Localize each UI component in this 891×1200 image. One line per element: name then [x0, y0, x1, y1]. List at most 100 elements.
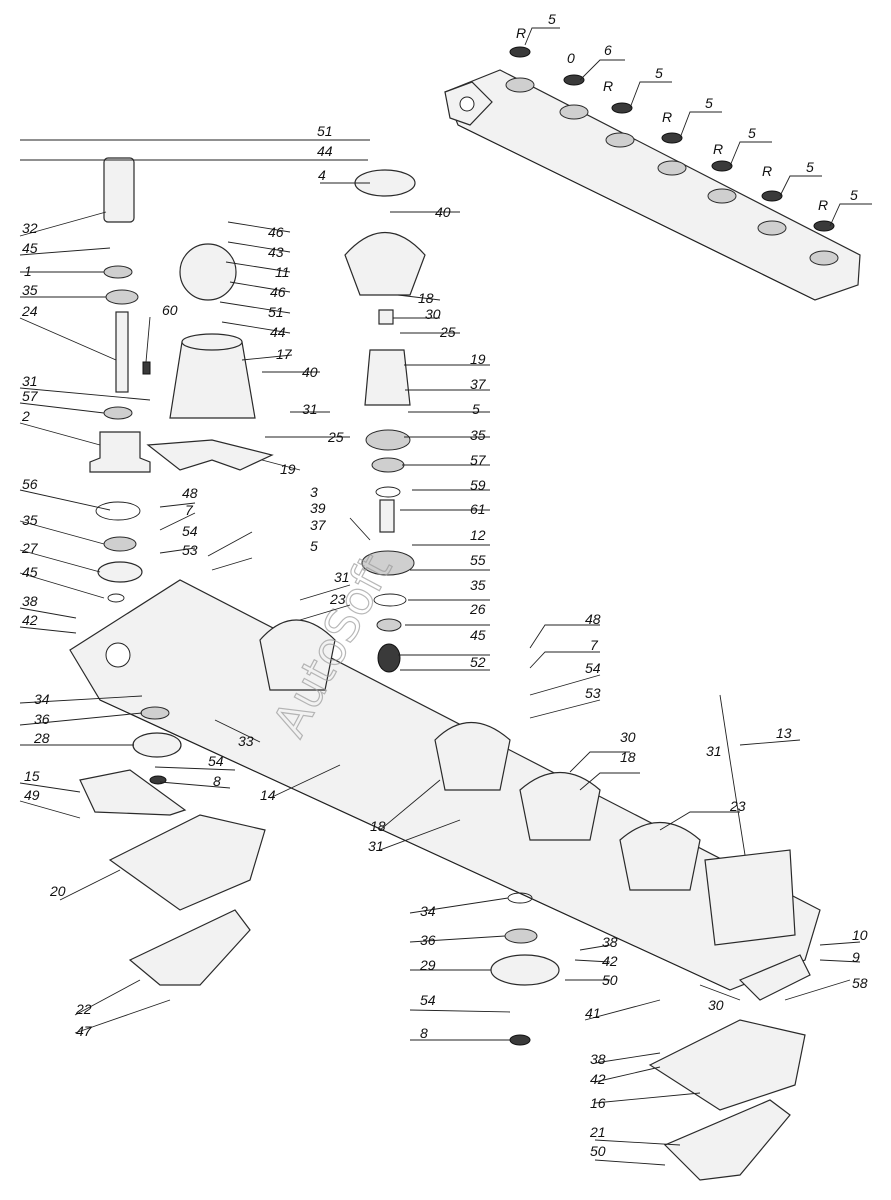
- callout-label: 5: [748, 125, 756, 141]
- callout-label: 51: [268, 304, 284, 320]
- callout-label: 8: [213, 773, 221, 789]
- callout-label: 33: [238, 733, 254, 749]
- callout-label: 31: [368, 838, 384, 854]
- callout-label: 3: [310, 484, 318, 500]
- callout-label: 44: [317, 143, 333, 159]
- callout-label: 30: [708, 997, 724, 1013]
- callout-label: 18: [418, 290, 434, 306]
- callout-label: 5: [806, 159, 814, 175]
- callout-label: 2: [21, 408, 30, 424]
- callout-label: 48: [182, 485, 198, 501]
- callout-label: 35: [22, 512, 38, 528]
- callout-label: R: [516, 25, 526, 41]
- callout-label: 44: [270, 324, 286, 340]
- callout-label: 34: [420, 903, 436, 919]
- callout-label: 46: [270, 284, 286, 300]
- callout-label: 5: [655, 65, 663, 81]
- callout-label: 35: [470, 427, 486, 443]
- gearbox-housing: [146, 243, 274, 471]
- callout-label: 54: [420, 992, 436, 1008]
- callout-label: 38: [22, 593, 38, 609]
- callout-label: 60: [162, 302, 178, 318]
- callout-label: 45: [22, 564, 38, 580]
- callout-label: 0: [567, 50, 575, 66]
- callout-label: 30: [425, 306, 441, 322]
- callout-label: 61: [470, 501, 486, 517]
- callout-label: 12: [470, 527, 486, 543]
- callout-label: 53: [585, 685, 601, 701]
- callout-label: 39: [310, 500, 326, 516]
- callout-label: 50: [602, 972, 618, 988]
- part-labels: R 5 0 6 R 5 R 5 R 5 R 5 R 5 51 44 4 40 3…: [21, 11, 868, 1159]
- callout-label: 42: [22, 612, 38, 628]
- callout-label: 31: [302, 401, 318, 417]
- callout-label: 58: [852, 975, 868, 991]
- callout-label: 43: [268, 244, 284, 260]
- callout-label: 49: [24, 787, 40, 803]
- callout-label: 26: [469, 601, 486, 617]
- callout-label: 54: [585, 660, 601, 676]
- callout-label: 28: [33, 730, 50, 746]
- callout-label: 45: [470, 627, 486, 643]
- callout-label: 10: [852, 927, 868, 943]
- callout-label: 15: [24, 768, 40, 784]
- callout-label: 23: [329, 591, 346, 607]
- callout-label: 9: [852, 949, 860, 965]
- callout-label: R: [762, 163, 772, 179]
- callout-label: 8: [420, 1025, 428, 1041]
- callout-label: 37: [470, 376, 487, 392]
- callout-label: 50: [590, 1143, 606, 1159]
- callout-label: 31: [706, 743, 722, 759]
- callout-label: 27: [21, 540, 39, 556]
- callout-label: 13: [776, 725, 792, 741]
- callout-label: 40: [435, 204, 451, 220]
- callout-label: 47: [76, 1023, 93, 1039]
- callout-label: 37: [310, 517, 327, 533]
- callout-label: 42: [602, 953, 618, 969]
- callout-label: 5: [472, 401, 480, 417]
- callout-label: 25: [439, 324, 456, 340]
- leader-lines: [19, 27, 872, 1166]
- callout-label: 25: [327, 429, 344, 445]
- callout-label: 11: [275, 264, 290, 280]
- callout-label: 19: [470, 351, 486, 367]
- callout-label: 4: [318, 167, 326, 183]
- left-shaft-stack: [89, 157, 151, 603]
- callout-label: 24: [21, 303, 38, 319]
- callout-label: 5: [548, 11, 556, 27]
- callout-label: 18: [370, 818, 386, 834]
- callout-label: 52: [470, 654, 486, 670]
- callout-label: 57: [470, 452, 487, 468]
- callout-label: 45: [22, 240, 38, 256]
- callout-label: 54: [182, 523, 198, 539]
- callout-label: 59: [470, 477, 486, 493]
- callout-label: 5: [850, 187, 858, 203]
- callout-label: 46: [268, 224, 284, 240]
- callout-label: 5: [705, 95, 713, 111]
- callout-label: 22: [75, 1001, 92, 1017]
- callout-label: R: [662, 109, 672, 125]
- callout-label: 42: [590, 1071, 606, 1087]
- callout-label: 29: [419, 957, 436, 973]
- callout-label: 53: [182, 542, 198, 558]
- callout-label: 31: [334, 569, 350, 585]
- callout-label: 18: [620, 749, 636, 765]
- callout-label: 21: [589, 1124, 606, 1140]
- callout-label: 30: [620, 729, 636, 745]
- callout-label: 19: [280, 461, 296, 477]
- callout-label: 57: [22, 388, 39, 404]
- callout-label: 40: [302, 364, 318, 380]
- callout-label: 54: [208, 753, 224, 769]
- cutter-bar-top: [444, 46, 861, 301]
- callout-label: 31: [22, 373, 38, 389]
- callout-label: 51: [317, 123, 333, 139]
- callout-label: 56: [22, 476, 38, 492]
- callout-label: 5: [310, 538, 318, 554]
- callout-label: 35: [470, 577, 486, 593]
- callout-label: 41: [585, 1005, 601, 1021]
- callout-label: R: [603, 78, 613, 94]
- callout-label: 35: [22, 282, 38, 298]
- callout-label: 48: [585, 611, 601, 627]
- main-cutter-bar: [69, 579, 821, 991]
